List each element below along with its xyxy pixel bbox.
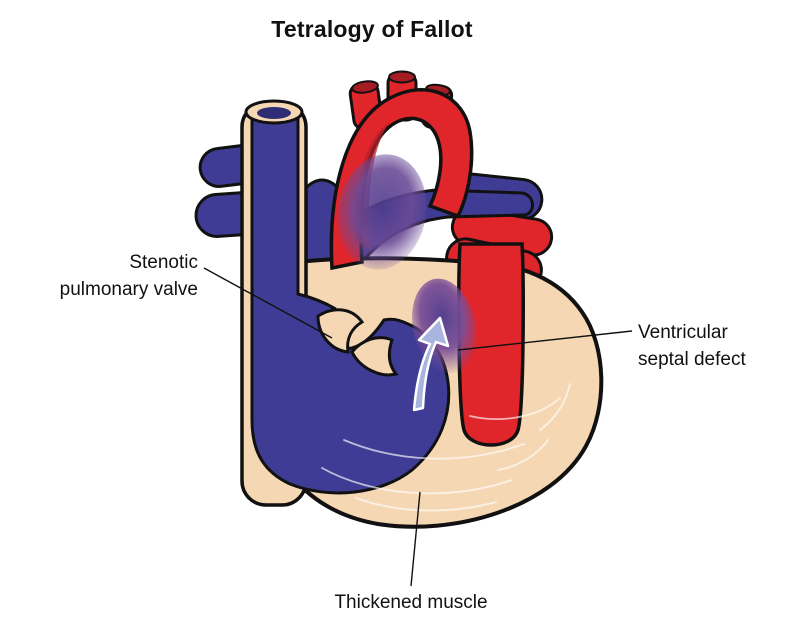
leader-line-septal-defect: [457, 330, 633, 351]
valve-flap-1: [316, 308, 365, 354]
valve-flap-2: [350, 336, 399, 377]
label-ventricular-septal-defect: Ventricular septal defect: [638, 319, 788, 373]
leader-line-stenotic-valve: [203, 267, 333, 339]
muscle-texture-lines: [321, 383, 571, 512]
blood-flow-arrow: [412, 316, 450, 412]
vena-cava-lumen: [257, 107, 291, 119]
label-stenotic-line2: pulmonary valve: [59, 279, 198, 300]
label-thickened-muscle: Thickened muscle: [301, 589, 521, 616]
leader-line-thickened-muscle: [410, 491, 421, 587]
aortic-branch-opening-2: [388, 70, 416, 84]
label-vsd-line1: Ventricular: [638, 322, 728, 343]
label-thickened-text: Thickened muscle: [334, 592, 488, 613]
diagram-title: Tetralogy of Fallot: [271, 16, 473, 42]
label-stenotic-line1: Stenotic: [129, 252, 198, 273]
aortic-branch-opening-1: [351, 80, 379, 94]
label-stenotic-pulmonary-valve: Stenotic pulmonary valve: [40, 249, 198, 303]
mixed-blood-region-upper: [337, 154, 427, 270]
label-vsd-line2: septal defect: [638, 349, 746, 370]
stenotic-pulmonary-valve: [316, 308, 399, 377]
